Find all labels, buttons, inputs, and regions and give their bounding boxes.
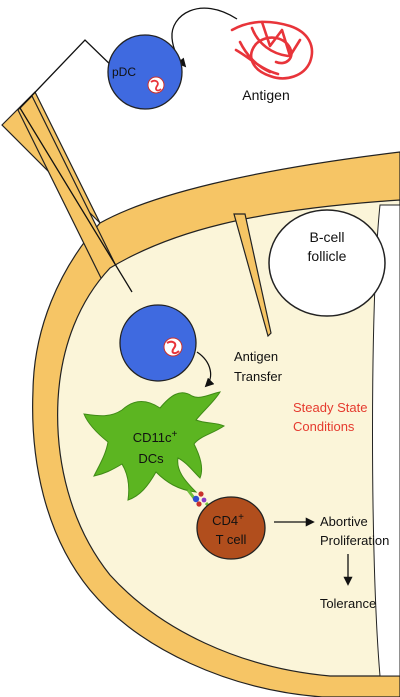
b-cell-follicle-label-1: B-cell bbox=[309, 229, 344, 245]
pdc-migration-path bbox=[19, 39, 133, 293]
b-cell-follicle bbox=[268, 209, 386, 317]
pdc-cell-in-node bbox=[119, 304, 197, 382]
antigen-label: Antigen bbox=[242, 87, 289, 103]
steady-state-label-1: Steady State bbox=[293, 400, 367, 415]
abortive-label-1: Abortive bbox=[320, 514, 368, 529]
pdc-in-node-antigen-dot bbox=[163, 337, 183, 357]
antigen-icon bbox=[230, 20, 314, 80]
dc-cell bbox=[83, 391, 225, 501]
antigen-transfer-label-1: Antigen bbox=[234, 349, 278, 364]
antigen-uptake-arrow bbox=[171, 7, 238, 68]
pdc-antigen-dot bbox=[147, 76, 165, 94]
dc-label-2: DCs bbox=[138, 451, 164, 466]
tolerance-label: Tolerance bbox=[320, 596, 376, 611]
t-cell-label-1: CD4+ bbox=[212, 512, 244, 528]
dc-label-1: CD11c+ bbox=[133, 429, 178, 445]
steady-state-label-2: Conditions bbox=[293, 419, 355, 434]
b-cell-follicle-label-2: follicle bbox=[308, 248, 347, 264]
pdc-cell bbox=[107, 34, 183, 110]
pdc-label: pDC bbox=[112, 65, 136, 79]
trabecula bbox=[233, 213, 272, 338]
antigen-transfer-arrow bbox=[196, 351, 215, 388]
t-cell-label-2: T cell bbox=[216, 532, 247, 547]
t-cell bbox=[196, 496, 266, 560]
abortive-label-2: Proliferation bbox=[320, 533, 389, 548]
antigen-transfer-label-2: Transfer bbox=[234, 369, 283, 384]
